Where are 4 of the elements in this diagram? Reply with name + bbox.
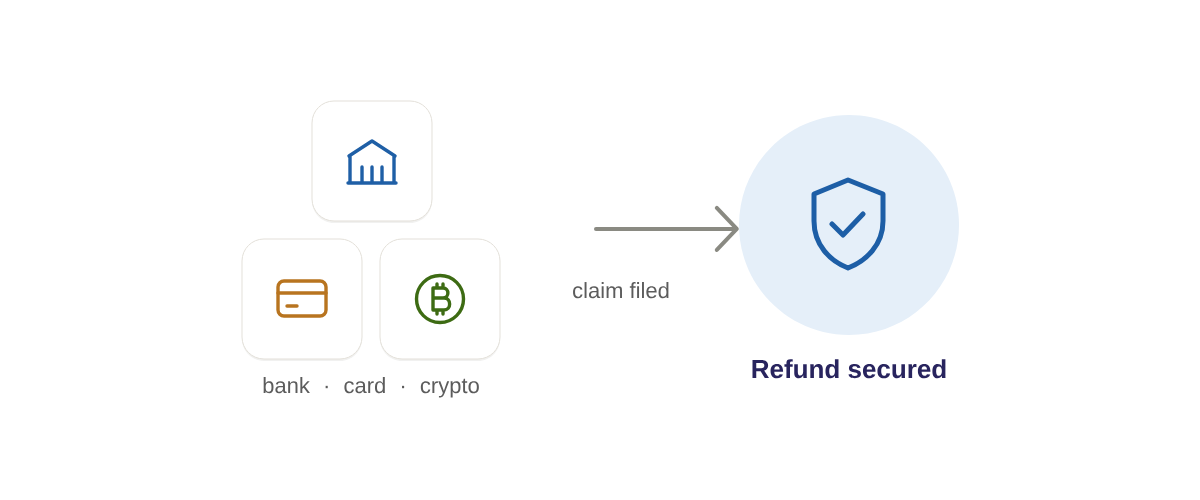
arrow [594,206,739,252]
edge-label: claim filed [573,282,669,299]
heading: Refund secured [752,359,946,379]
caption-text: bank · card · crypto [263,377,479,398]
